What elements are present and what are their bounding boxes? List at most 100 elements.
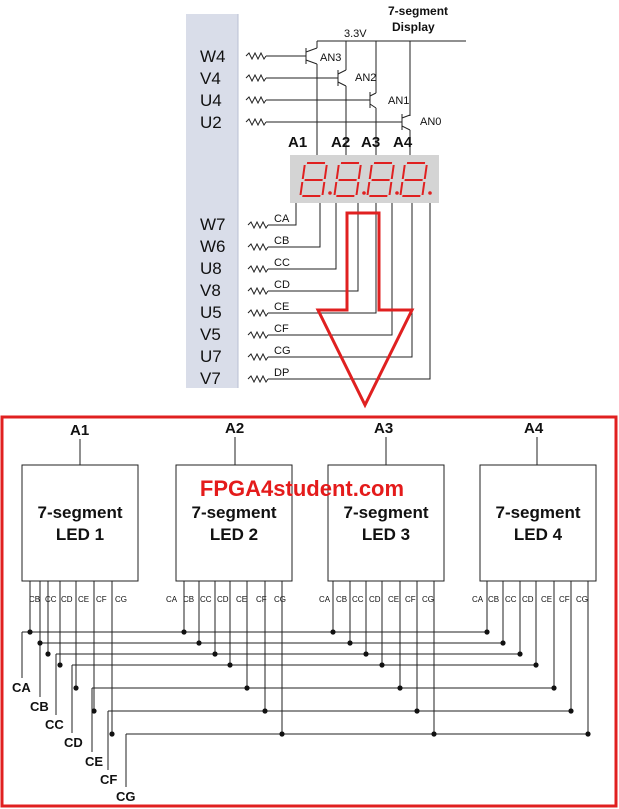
junction-led2-ca <box>181 629 187 635</box>
svg-text:CF: CF <box>559 595 570 604</box>
pin-label-u8: U8 <box>200 259 222 278</box>
junction-led4-ce <box>551 685 557 691</box>
junction-led3-ca <box>330 629 336 635</box>
svg-text:CF: CF <box>96 595 107 604</box>
led-block-4 <box>479 464 597 582</box>
pin-label-u2: U2 <box>200 113 222 132</box>
led2-anode-label: A2 <box>225 420 244 437</box>
junction-led3-ce <box>397 685 403 691</box>
net-label-cc: CC <box>274 257 290 269</box>
led2-number: LED 2 <box>210 525 258 544</box>
led1-anode-label: A1 <box>70 422 89 439</box>
transistor-an3 <box>305 47 318 155</box>
junction-led1-cd <box>57 662 63 668</box>
transistor-an1 <box>369 92 377 155</box>
svg-text:CC: CC <box>45 595 57 604</box>
led-block-2 <box>175 464 293 582</box>
svg-text:CE: CE <box>78 595 89 604</box>
svg-text:CG: CG <box>576 595 588 604</box>
junction-led3-cf <box>414 708 420 714</box>
svg-text:CE: CE <box>236 595 247 604</box>
svg-text:CB: CB <box>29 595 40 604</box>
junction-led2-cg <box>279 731 285 737</box>
svg-text:CB: CB <box>183 595 194 604</box>
net-label-an0: AN0 <box>420 116 441 128</box>
site-brand: FPGA4student.com <box>200 476 404 501</box>
digit-label-a1: A1 <box>288 134 307 151</box>
bus-label-cb: CB <box>30 699 49 714</box>
junction-led2-cf <box>262 708 268 714</box>
pin-label-w4: W4 <box>200 47 226 66</box>
led3-number: LED 3 <box>362 525 410 544</box>
svg-text:CC: CC <box>352 595 364 604</box>
junction-led1-cf <box>91 708 97 714</box>
net-label-ce: CE <box>274 301 289 313</box>
junction-led4-ca <box>484 629 490 635</box>
net-label-cb: CB <box>274 235 289 247</box>
expanded-view-frame <box>0 415 618 808</box>
junction-led1-cc <box>45 651 51 657</box>
led-block-3 <box>327 464 445 582</box>
junction-led1-cg <box>109 731 115 737</box>
pin-label-v8: V8 <box>200 281 221 300</box>
svg-text:CE: CE <box>388 595 399 604</box>
net-label-ca: CA <box>274 213 290 225</box>
digit-label-a2: A2 <box>331 134 350 151</box>
svg-text:CD: CD <box>522 595 534 604</box>
svg-text:CB: CB <box>336 595 347 604</box>
svg-text:CB: CB <box>488 595 499 604</box>
svg-text:CE: CE <box>541 595 552 604</box>
junction-led2-cc <box>212 651 218 657</box>
led4-number: LED 4 <box>514 525 563 544</box>
led2-title: 7-segment <box>191 503 276 522</box>
pin-label-v5: V5 <box>200 325 221 344</box>
svg-text:CA: CA <box>319 595 331 604</box>
junction-led4-cg <box>585 731 591 737</box>
junction-led2-cb <box>196 640 202 646</box>
junction-led3-cg <box>431 731 437 737</box>
led-block-1 <box>21 464 139 582</box>
fpga-pin-bar <box>186 14 238 388</box>
pin-label-w6: W6 <box>200 237 226 256</box>
pin-label-v7: V7 <box>200 369 221 388</box>
arrow-down <box>315 211 415 409</box>
junction-led2-cd <box>227 662 233 668</box>
digit-label-a3: A3 <box>361 134 380 151</box>
display-header-line2: Display <box>392 20 435 34</box>
bus-label-cd: CD <box>64 735 83 750</box>
pin-label-w7: W7 <box>200 215 226 234</box>
supply-label: 3.3V <box>344 28 367 40</box>
net-label-cg: CG <box>274 345 291 357</box>
led1-title: 7-segment <box>37 503 122 522</box>
led4-anode-label: A4 <box>524 420 544 437</box>
segment-bus <box>21 581 591 787</box>
junction-led1-ca <box>27 629 33 635</box>
junction-led4-cf <box>568 708 574 714</box>
net-label-an2: AN2 <box>355 72 376 84</box>
svg-text:CG: CG <box>422 595 434 604</box>
net-label-cf: CF <box>274 323 289 335</box>
bus-label-cf: CF <box>100 772 117 787</box>
net-label-an1: AN1 <box>388 95 409 107</box>
display-header-line1: 7-segment <box>388 4 448 18</box>
led4-title: 7-segment <box>495 503 580 522</box>
led1-number: LED 1 <box>56 525 104 544</box>
bus-label-cg: CG <box>116 789 136 804</box>
bus-label-cc: CC <box>45 717 64 732</box>
junction-led4-cb <box>500 640 506 646</box>
svg-text:CG: CG <box>115 595 127 604</box>
led3-pin-labels: CA CB CC CD CE CF CG <box>319 595 434 604</box>
bus-label-ca: CA <box>12 680 31 695</box>
transistor-an0 <box>401 114 411 155</box>
svg-text:CF: CF <box>405 595 416 604</box>
display-digits <box>299 162 432 197</box>
led3-title: 7-segment <box>343 503 428 522</box>
junction-led4-cd <box>533 662 539 668</box>
junction-led3-cb <box>347 640 353 646</box>
pin-label-u5: U5 <box>200 303 222 322</box>
svg-text:CA: CA <box>472 595 484 604</box>
svg-text:CG: CG <box>274 595 286 604</box>
junction-led2-ce <box>244 685 250 691</box>
junction-led1-cb <box>37 640 43 646</box>
